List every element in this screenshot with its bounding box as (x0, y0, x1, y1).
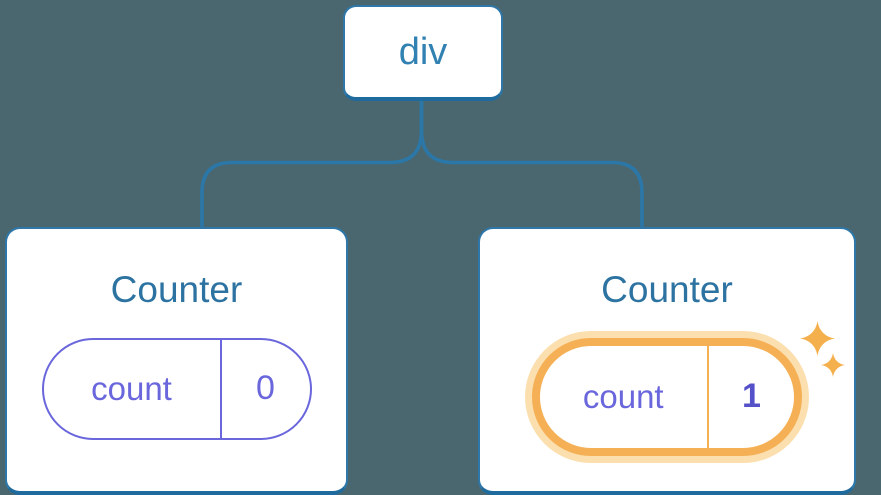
root-node-div: div (343, 5, 503, 101)
pill-divider (706, 345, 709, 448)
state-value: 1 (742, 377, 761, 416)
state-key-label: count (582, 377, 664, 415)
connector-left-branch (200, 97, 424, 228)
counter-node-right: Counter count 1 (478, 227, 856, 495)
sparkle-icon-small (821, 353, 845, 377)
root-node-label: div (398, 30, 448, 73)
counter-title: Counter (601, 269, 733, 310)
pill-divider (219, 339, 222, 438)
state-key-label: count (91, 369, 172, 407)
connector-right-branch (419, 97, 644, 228)
state-value: 0 (256, 369, 275, 408)
state-pill: count 0 (41, 337, 312, 440)
counter-title: Counter (110, 269, 243, 310)
sparkle-icon-large (800, 321, 835, 356)
state-pill-highlighted: count 1 (532, 337, 802, 456)
counter-node-left: Counter count 0 (5, 227, 348, 495)
